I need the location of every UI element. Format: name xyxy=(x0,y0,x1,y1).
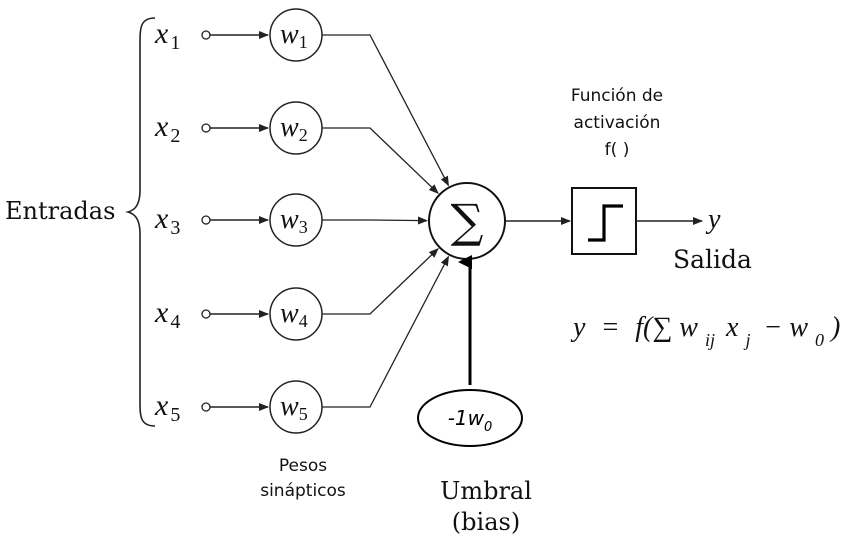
weight-label-2-sub: 2 xyxy=(299,125,308,145)
input-terminal-2 xyxy=(201,123,211,133)
weight-label-3-var: w xyxy=(280,204,299,235)
weights-caption-line1: Pesos xyxy=(279,456,327,476)
input-terminal-1 xyxy=(201,30,211,40)
weight-to-sum-arrow-3 xyxy=(322,216,428,225)
formula-lhs: y xyxy=(570,312,586,343)
weight-to-sum-arrow-5 xyxy=(322,255,450,408)
formula-x: x xyxy=(725,312,739,343)
inputs-label: Entradas xyxy=(5,197,115,225)
activation-caption-line1: Función de xyxy=(571,86,663,106)
input-x3-var: x xyxy=(154,202,169,235)
input-x2-sub: 2 xyxy=(170,125,180,147)
formula-body: f(∑ w xyxy=(635,312,698,343)
input-x4-var: x xyxy=(154,296,169,329)
weight-label-2: w2 xyxy=(280,112,308,145)
input-x1-var: x xyxy=(154,17,169,50)
threshold-caption-line1: Umbral xyxy=(440,477,532,505)
input-terminal-3 xyxy=(201,215,211,225)
weight-label-5: w5 xyxy=(280,391,308,424)
weight-to-sum-arrow-1 xyxy=(322,34,450,187)
bias-label: -1w0 xyxy=(448,406,493,435)
input-x2-var: x xyxy=(154,110,169,143)
formula-sub-j: j xyxy=(743,330,750,350)
output-formula: y = f(∑ w ij x j − w 0 ) xyxy=(570,312,840,353)
weights-caption-line2: sinápticos xyxy=(260,481,346,501)
weight-label-3: w3 xyxy=(280,204,308,237)
weight-label-4-var: w xyxy=(280,298,299,329)
weight-label-4: w4 xyxy=(280,298,308,331)
formula-eq: = xyxy=(602,312,618,343)
weight-label-3-sub: 3 xyxy=(299,217,308,237)
input-x3-sub: 3 xyxy=(170,217,180,239)
weight-to-sum-arrow-4 xyxy=(322,248,439,315)
input-x1-sub: 1 xyxy=(170,32,180,54)
input-x4-sub: 4 xyxy=(170,311,180,333)
weight-label-4-sub: 4 xyxy=(299,311,308,331)
step-function-icon xyxy=(588,204,623,242)
formula-sub-ij: ij xyxy=(705,330,715,350)
threshold-caption-line2: (bias) xyxy=(452,508,520,536)
input-terminal-4 xyxy=(201,309,211,319)
activation-caption-line3: f( ) xyxy=(605,140,630,160)
weight-label-1: w1 xyxy=(280,19,308,52)
weight-label-5-sub: 5 xyxy=(299,404,308,424)
input-x5-var: x xyxy=(154,389,169,422)
bias-subscript: 0 xyxy=(484,420,492,435)
inputs-brace xyxy=(125,17,156,427)
weight-label-1-var: w xyxy=(280,19,299,50)
input-x5-sub: 5 xyxy=(170,404,180,426)
output-label: Salida xyxy=(673,245,752,274)
output-symbol: y xyxy=(705,204,721,235)
formula-close: ) xyxy=(829,312,840,343)
activation-caption-line2: activación xyxy=(574,113,661,133)
bias-prefix: -1w xyxy=(448,406,485,430)
weight-label-1-sub: 1 xyxy=(299,32,308,52)
formula-sub-0: 0 xyxy=(815,330,824,350)
weight-label-5-var: w xyxy=(280,391,299,422)
weight-to-sum-arrow-2 xyxy=(322,127,439,194)
summation-symbol: ∑ xyxy=(451,194,484,248)
formula-minus: − w xyxy=(763,312,808,343)
input-terminal-5 xyxy=(201,402,211,412)
bias-node xyxy=(417,389,523,447)
weight-label-2-var: w xyxy=(280,112,299,143)
